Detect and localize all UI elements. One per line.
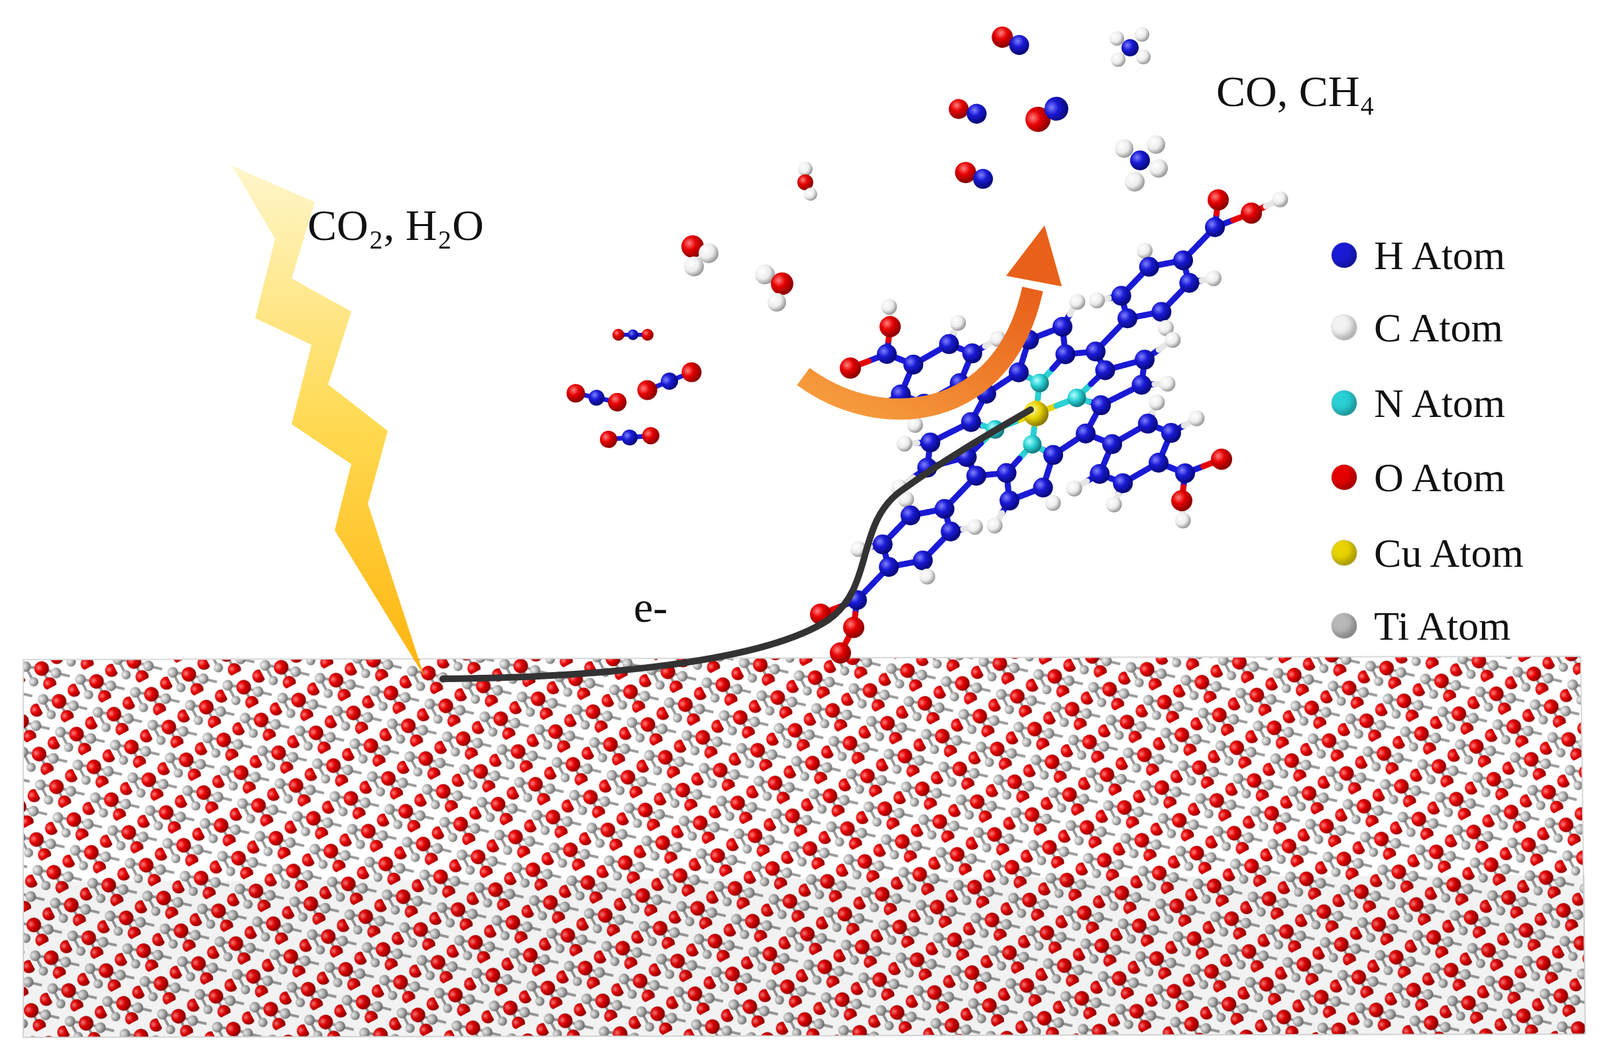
atom: [829, 642, 852, 664]
legend-row: N Atom: [1331, 380, 1506, 426]
atom: [1111, 285, 1132, 306]
legend-text: N Atom: [1373, 380, 1506, 426]
atom: [1085, 341, 1106, 362]
atom: [1030, 373, 1050, 393]
atom: [919, 568, 936, 585]
atom: [949, 314, 966, 331]
legend-text: C Atom: [1373, 304, 1504, 350]
atom: [1139, 257, 1160, 278]
atom: [1207, 189, 1229, 211]
atom: [940, 521, 961, 542]
atom: [879, 316, 901, 338]
atom: [1204, 217, 1225, 238]
atom: [962, 343, 983, 364]
atom: [1089, 463, 1110, 484]
atom: [1067, 388, 1087, 407]
atom: [843, 617, 865, 639]
atom: [1138, 413, 1158, 434]
atom: [1033, 477, 1054, 498]
atom: [1173, 250, 1194, 271]
atom: [920, 432, 941, 453]
legend-row: H Atom: [1331, 232, 1506, 278]
atom: [1131, 375, 1152, 396]
legend-swatch: [1331, 314, 1357, 341]
atom: [1112, 473, 1133, 494]
atom: [1117, 308, 1138, 329]
atom: [999, 490, 1020, 511]
legend-text: Ti Atom: [1373, 603, 1511, 649]
atom: [900, 505, 921, 526]
atom: [1008, 362, 1029, 383]
atom: [1052, 316, 1073, 337]
atom: [1043, 444, 1064, 465]
atom: [1094, 360, 1115, 381]
atom: [1134, 349, 1155, 370]
legend-swatch: [1331, 390, 1357, 416]
legend-row: C Atom: [1331, 304, 1504, 350]
reaction-arrow: [803, 225, 1062, 409]
atom: [1090, 395, 1111, 415]
atom: [996, 463, 1017, 484]
atom: [1045, 495, 1062, 512]
tio2-slab: [23, 656, 1586, 1038]
atom: [1240, 202, 1262, 225]
atom: [1171, 489, 1193, 512]
atom: [1066, 480, 1083, 497]
atom: [1075, 423, 1096, 444]
legend-swatch: [1331, 464, 1357, 490]
atom: [1102, 434, 1123, 455]
atom: [1148, 452, 1169, 473]
atom: [1210, 448, 1233, 470]
atom: [939, 334, 960, 354]
cu-porphyrin: [809, 189, 1288, 665]
atom: [966, 465, 987, 486]
atom: [872, 534, 893, 555]
atom: [986, 517, 1003, 534]
atom: [880, 298, 897, 315]
atom: [876, 343, 897, 364]
legend-swatch: [1331, 540, 1357, 566]
product-molecules: [946, 23, 1168, 193]
atom: [1161, 422, 1182, 443]
atom: [1175, 512, 1192, 529]
atom: [934, 499, 955, 519]
atom: [1022, 434, 1042, 454]
atom: [1055, 344, 1076, 365]
atom: [896, 435, 913, 452]
atom: [1271, 191, 1288, 208]
atom: [1151, 301, 1172, 322]
legend-row: Cu Atom: [1331, 530, 1524, 576]
legend-text: O Atom: [1373, 454, 1506, 500]
atom: [912, 550, 933, 571]
legend-swatch: [1331, 242, 1357, 268]
atom: [878, 556, 899, 577]
atom: [903, 354, 924, 375]
legend-text: Cu Atom: [1373, 530, 1524, 576]
atom: [967, 518, 983, 535]
atom: [1188, 410, 1205, 427]
atom: [961, 412, 981, 433]
atom: [1179, 273, 1200, 293]
reactant-label: CO₂, H₂O: [307, 200, 484, 251]
atom: [1069, 293, 1086, 310]
legend-row: O Atom: [1331, 454, 1506, 500]
atom: [839, 357, 861, 379]
legend-row: Ti Atom: [1331, 603, 1511, 649]
electron-label: e-: [633, 581, 668, 633]
legend-swatch: [1331, 613, 1357, 639]
co2-molecules: [564, 328, 705, 449]
atom: [1088, 292, 1105, 309]
h2o-molecules: [681, 161, 818, 312]
atom: [1148, 394, 1165, 411]
electron-path: [442, 409, 1031, 679]
product-label: CO, CH₄: [1216, 66, 1375, 117]
atom: [1175, 463, 1196, 484]
atom: [1164, 332, 1181, 348]
legend-text: H Atom: [1373, 232, 1506, 278]
atom: [1106, 496, 1123, 513]
atom: [1136, 242, 1153, 259]
atom: [1159, 375, 1176, 392]
atom: [1205, 270, 1222, 287]
